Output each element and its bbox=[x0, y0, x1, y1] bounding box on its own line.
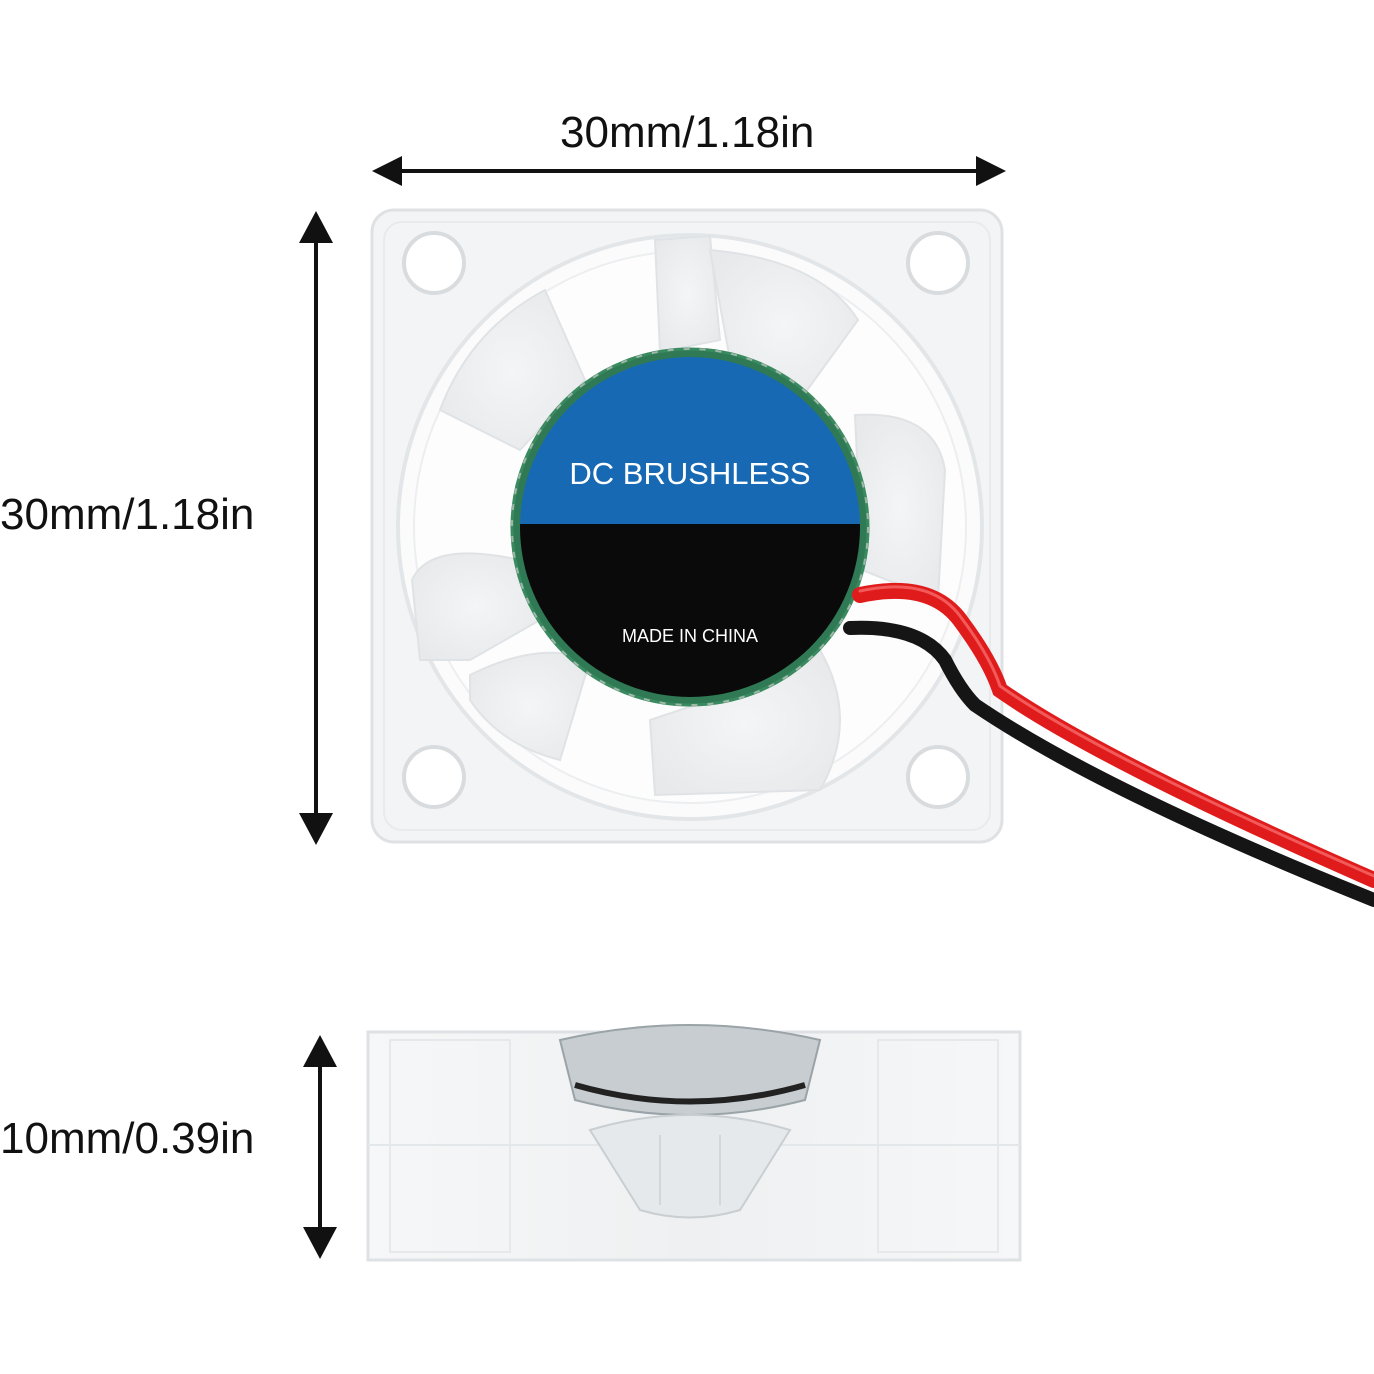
mount-hole bbox=[906, 231, 970, 295]
fan-wires bbox=[843, 582, 1374, 907]
label-top-text: DC BRUSHLESS bbox=[569, 456, 810, 491]
thickness-dimension-label: 10mm/0.39in bbox=[0, 1114, 255, 1163]
fan-blades bbox=[410, 234, 947, 797]
mount-hole bbox=[906, 745, 970, 809]
fan-side-view bbox=[366, 1024, 1022, 1262]
width-arrow-icon bbox=[372, 156, 1006, 186]
thickness-arrow-icon bbox=[303, 1035, 337, 1259]
height-dimension-label: 30mm/1.18in bbox=[0, 490, 255, 539]
width-dimension-label: 30mm/1.18in bbox=[560, 108, 815, 157]
mount-hole bbox=[402, 745, 466, 809]
height-arrow-icon bbox=[299, 211, 333, 845]
label-bottom-text: MADE IN CHINA bbox=[622, 626, 758, 646]
mount-hole bbox=[402, 231, 466, 295]
